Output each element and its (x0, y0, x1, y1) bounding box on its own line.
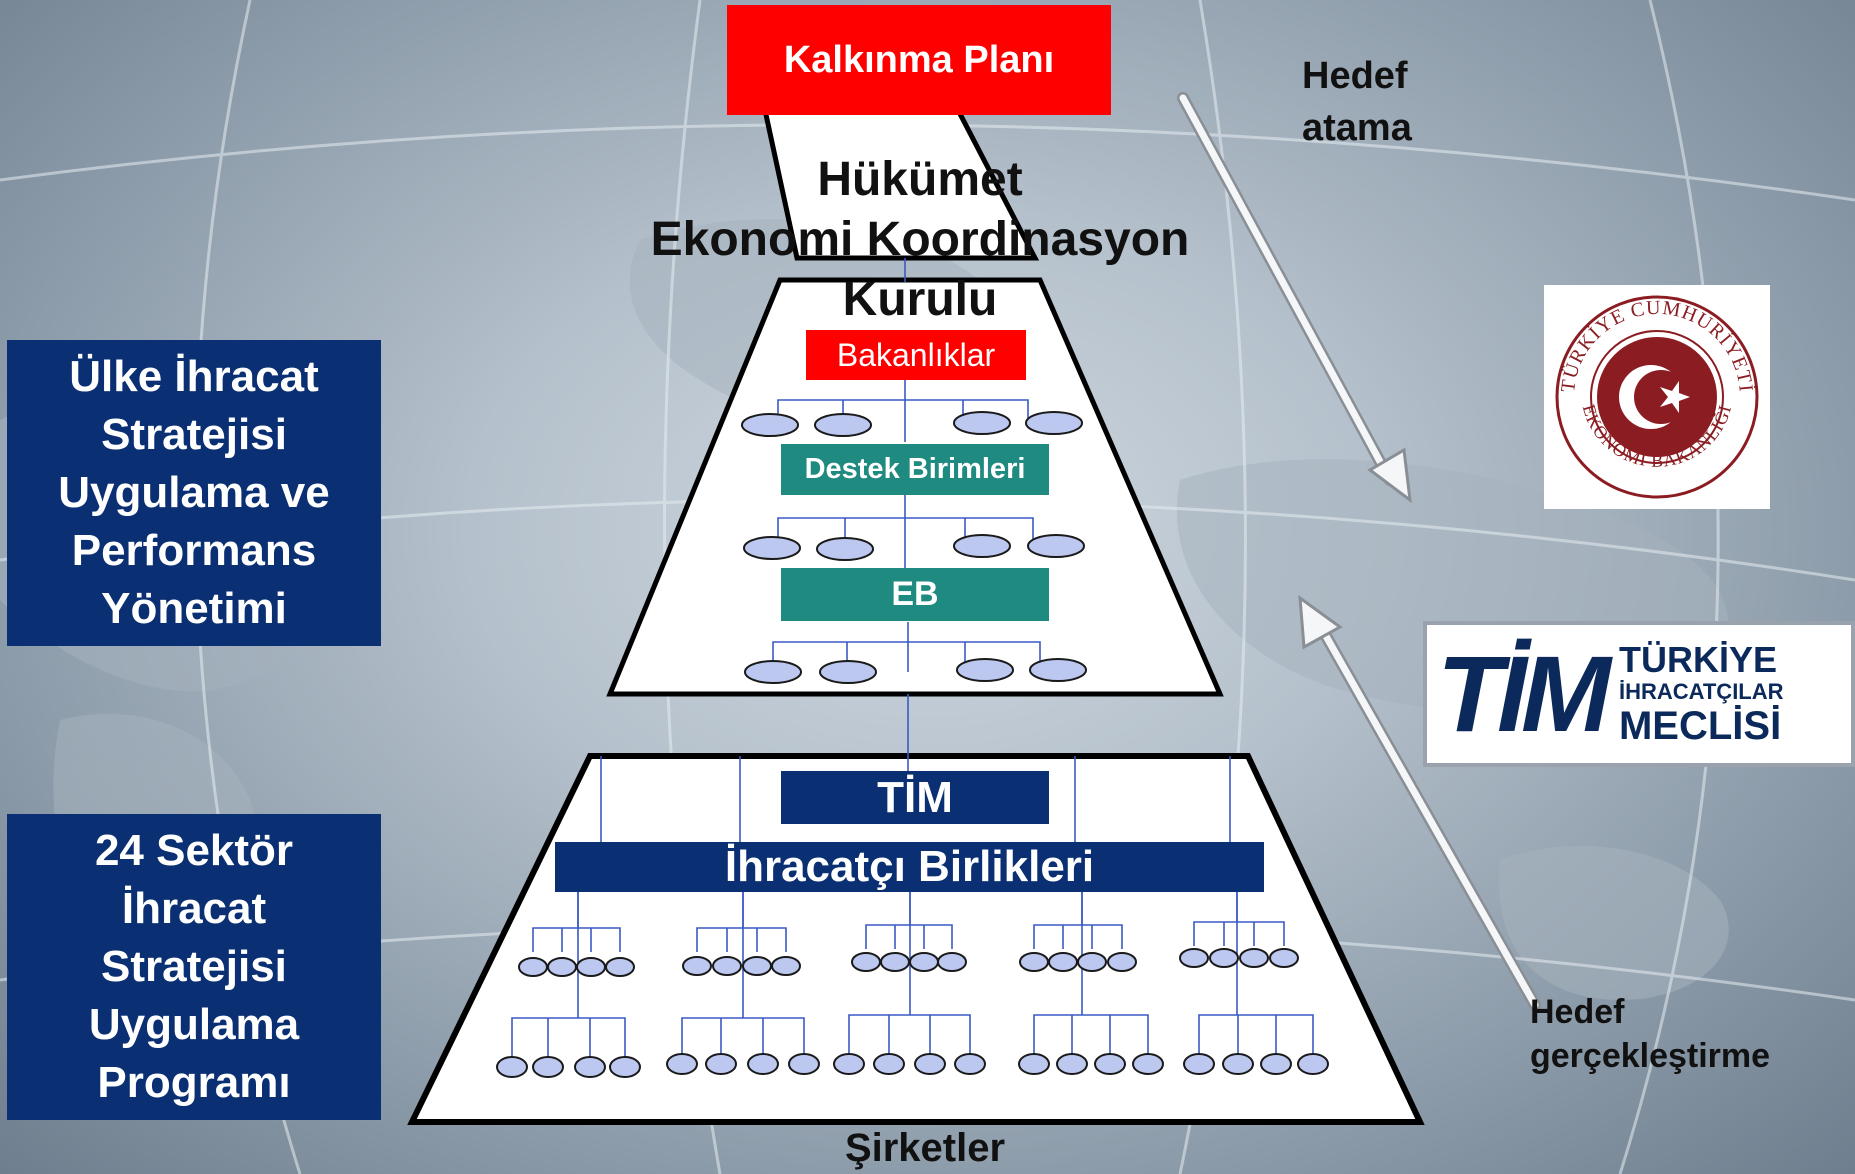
support-units-box: Destek Birimleri (781, 444, 1049, 495)
tim-logo-line-2: İHRACATÇILAR (1618, 679, 1784, 704)
ministry-of-economy-logo: TÜRKİYE CUMHURİYETİ EKONOMİ BAKANLIĞI (1544, 285, 1770, 509)
target-realization-arrow (1298, 594, 1541, 1011)
ministries-box: Bakanlıklar (806, 330, 1026, 380)
tim-box: TİM (781, 771, 1049, 824)
companies-label: Şirketler (844, 1126, 1006, 1170)
development-plan-box: Kalkınma Planı (727, 5, 1111, 115)
government-line-3: Kurulu (842, 273, 998, 326)
government-line-1: Hükümet (817, 153, 1023, 206)
exporter-unions-box: İhracatçı Birlikleri (555, 842, 1264, 892)
country-export-strategy-box: Ülke İhracat Stratejisi Uygulama ve Perf… (7, 340, 381, 646)
target-setting-arrow (1177, 92, 1412, 504)
tim-logo-mark: TİM (1437, 633, 1611, 754)
target-realization-label: Hedef gerçekleştirme (1530, 993, 1771, 1075)
government-line-2: Ekonomi Koordinasyon (650, 213, 1190, 266)
tim-logo: TİM TÜRKİYE İHRACATÇILAR MECLİSİ (1423, 621, 1855, 767)
eb-box: EB (781, 568, 1049, 621)
tim-logo-line-1: TÜRKİYE (1618, 639, 1777, 680)
tim-logo-line-3: MECLİSİ (1618, 704, 1782, 748)
star-icon (1660, 381, 1690, 413)
target-setting-label: Hedef atama (1302, 55, 1412, 149)
sector-strategy-program-box: 24 Sektör İhracat Stratejisi Uygulama Pr… (7, 814, 381, 1120)
government-title: Hükümet Ekonomi Koordinasyon Kurulu (640, 150, 1200, 330)
